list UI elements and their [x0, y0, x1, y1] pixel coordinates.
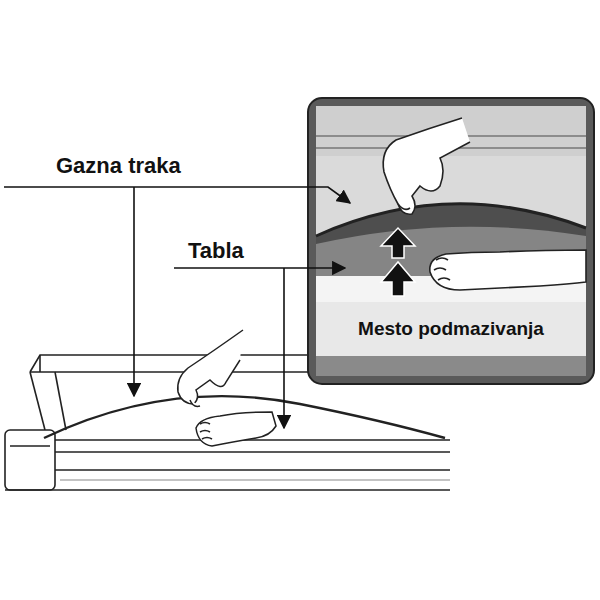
illustration-part	[174, 267, 345, 269]
illustration-part	[381, 228, 415, 258]
illustration-part	[316, 204, 586, 236]
foot-lower	[196, 412, 276, 446]
part-label: Gazna traka	[54, 153, 183, 178]
illustration-part	[283, 268, 285, 428]
lift-arrows	[381, 228, 415, 296]
illustration-part	[196, 412, 276, 446]
illustration-part	[133, 187, 135, 396]
illustration-part	[4, 187, 350, 203]
illustration-part	[5, 430, 55, 490]
illustration-part	[434, 258, 450, 280]
illustration-part	[316, 356, 586, 376]
illustration-part	[383, 118, 470, 214]
illustration-part	[308, 98, 594, 384]
illustration-part	[190, 400, 200, 406]
illustration-part	[5, 489, 450, 491]
illustration-part	[30, 355, 320, 372]
illustration-part	[178, 330, 243, 404]
illustration-part	[60, 480, 450, 481]
inset-panel	[308, 98, 594, 384]
leader-lines	[4, 187, 350, 428]
band-text: Mesto podmazivanja	[358, 318, 544, 340]
illustration-part	[55, 439, 450, 441]
callout-band: Mesto podmazivanja	[316, 304, 586, 354]
foot-inset	[430, 250, 586, 290]
illustration-part	[316, 302, 586, 356]
illustration-part	[39, 355, 41, 372]
part-label: Tabla	[186, 238, 246, 263]
hand-lower	[178, 330, 243, 406]
illustration-part	[30, 372, 45, 430]
illustration-part	[55, 469, 450, 471]
illustration-part	[430, 250, 586, 290]
illustration-part	[30, 371, 320, 373]
illustration-part	[10, 445, 50, 447]
illustration-part	[381, 262, 415, 296]
illustration-part	[398, 204, 410, 209]
hand-inset	[383, 118, 470, 214]
illustration-part	[55, 372, 66, 430]
illustration-part	[55, 451, 450, 453]
illustration-part	[200, 423, 212, 440]
